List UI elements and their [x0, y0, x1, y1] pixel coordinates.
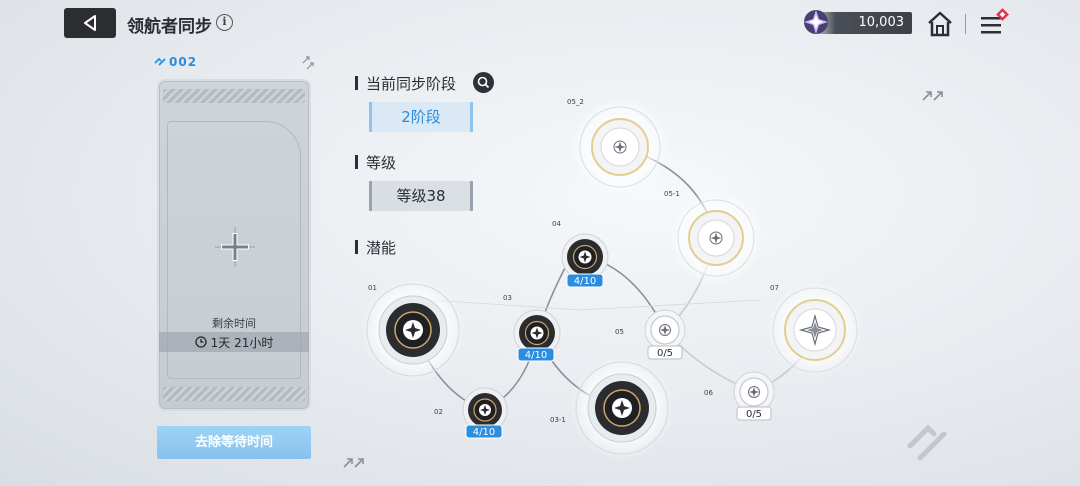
back-button[interactable]	[64, 8, 116, 38]
node-03[interactable]: 03 4/10	[503, 294, 561, 362]
search-icon[interactable]	[473, 72, 494, 93]
card-stripe-top	[163, 89, 305, 103]
level-value: 等级38	[369, 181, 473, 211]
svg-text:4/10: 4/10	[525, 350, 547, 361]
current-stage-value: 2阶段	[369, 102, 473, 132]
node-07[interactable]: 07	[770, 284, 858, 373]
star-icon	[480, 405, 490, 415]
node-03-label: 03	[503, 294, 512, 302]
currency-display[interactable]: 10,003	[810, 12, 912, 34]
remaining-time-label: 剩余时间	[212, 317, 256, 330]
header-divider	[965, 14, 966, 34]
svg-text:4/10: 4/10	[574, 276, 596, 287]
node-06-label: 06	[704, 389, 713, 397]
star-icon	[614, 141, 626, 153]
star-icon	[405, 322, 421, 338]
info-icon[interactable]: i	[216, 14, 233, 31]
remove-wait-time-button[interactable]: 去除等待时间	[157, 426, 311, 459]
node-05-2-label: 05_2	[567, 98, 584, 106]
svg-text:0/5: 0/5	[657, 348, 673, 359]
home-icon[interactable]	[926, 10, 954, 38]
node-04-label: 04	[552, 220, 561, 228]
node-03-progress-badge: 4/10	[517, 347, 555, 362]
node-05-1[interactable]: 05-1	[664, 190, 755, 277]
node-06[interactable]: 06 0/5	[704, 371, 775, 421]
remaining-time-bar: 1天 21小时	[159, 332, 309, 352]
node-02-label: 02	[434, 408, 443, 416]
back-arrow-icon	[84, 15, 96, 31]
star-icon	[614, 400, 630, 416]
star-icon	[531, 327, 543, 339]
node-06-progress-badge: 0/5	[736, 406, 772, 421]
svg-text:0/5: 0/5	[746, 409, 762, 420]
node-05-progress-badge: 0/5	[647, 345, 683, 360]
node-03-1-label: 03-1	[550, 416, 566, 424]
node-02[interactable]: 02 4/10	[434, 387, 508, 439]
menu-icon[interactable]	[978, 8, 1012, 38]
potential-label: 潜能	[354, 239, 397, 257]
current-stage-label: 当前同步阶段	[354, 75, 457, 93]
page-title: 领航者同步	[127, 17, 212, 37]
node-01-label: 01	[368, 284, 377, 292]
card-id: 002	[154, 55, 197, 69]
deco-line	[429, 299, 761, 311]
clock-icon	[194, 336, 207, 348]
node-05-1-label: 05-1	[664, 190, 680, 198]
node-03-1[interactable]: 03-1	[550, 361, 669, 455]
expand-corner-icon	[302, 56, 314, 70]
star-icon	[579, 251, 591, 263]
star-icon	[749, 387, 759, 397]
node-02-progress-badge: 4/10	[465, 424, 503, 439]
card-id-text: 002	[169, 55, 198, 69]
deco-arrows-icon	[922, 91, 943, 101]
node-04-progress-badge: 4/10	[566, 273, 604, 288]
deco-arrows-icon	[343, 458, 364, 468]
link-icon	[154, 57, 166, 66]
crystal-icon	[804, 10, 828, 34]
svg-text:4/10: 4/10	[473, 427, 495, 438]
node-04[interactable]: 04 4/10	[552, 220, 609, 288]
node-07-label: 07	[770, 284, 779, 292]
level-label: 等级	[354, 154, 397, 172]
currency-value: 10,003	[858, 15, 905, 30]
remaining-time-value: 1天 21小时	[210, 335, 274, 350]
navigator-card-slot[interactable]: 剩余时间 1天 21小时	[157, 79, 311, 411]
compass-star-icon	[798, 313, 832, 347]
node-05-2[interactable]: 05_2	[567, 98, 661, 188]
card-stripe-bottom	[163, 387, 305, 401]
star-icon	[710, 232, 722, 244]
node-05[interactable]: 05 0/5	[615, 309, 686, 360]
node-01[interactable]: 01	[366, 283, 460, 377]
empty-slot-plus-icon	[215, 227, 255, 267]
logo-watermark-icon	[907, 424, 947, 461]
node-05-label: 05	[615, 328, 624, 336]
star-icon	[660, 325, 670, 335]
card-inner-frame	[167, 121, 301, 379]
